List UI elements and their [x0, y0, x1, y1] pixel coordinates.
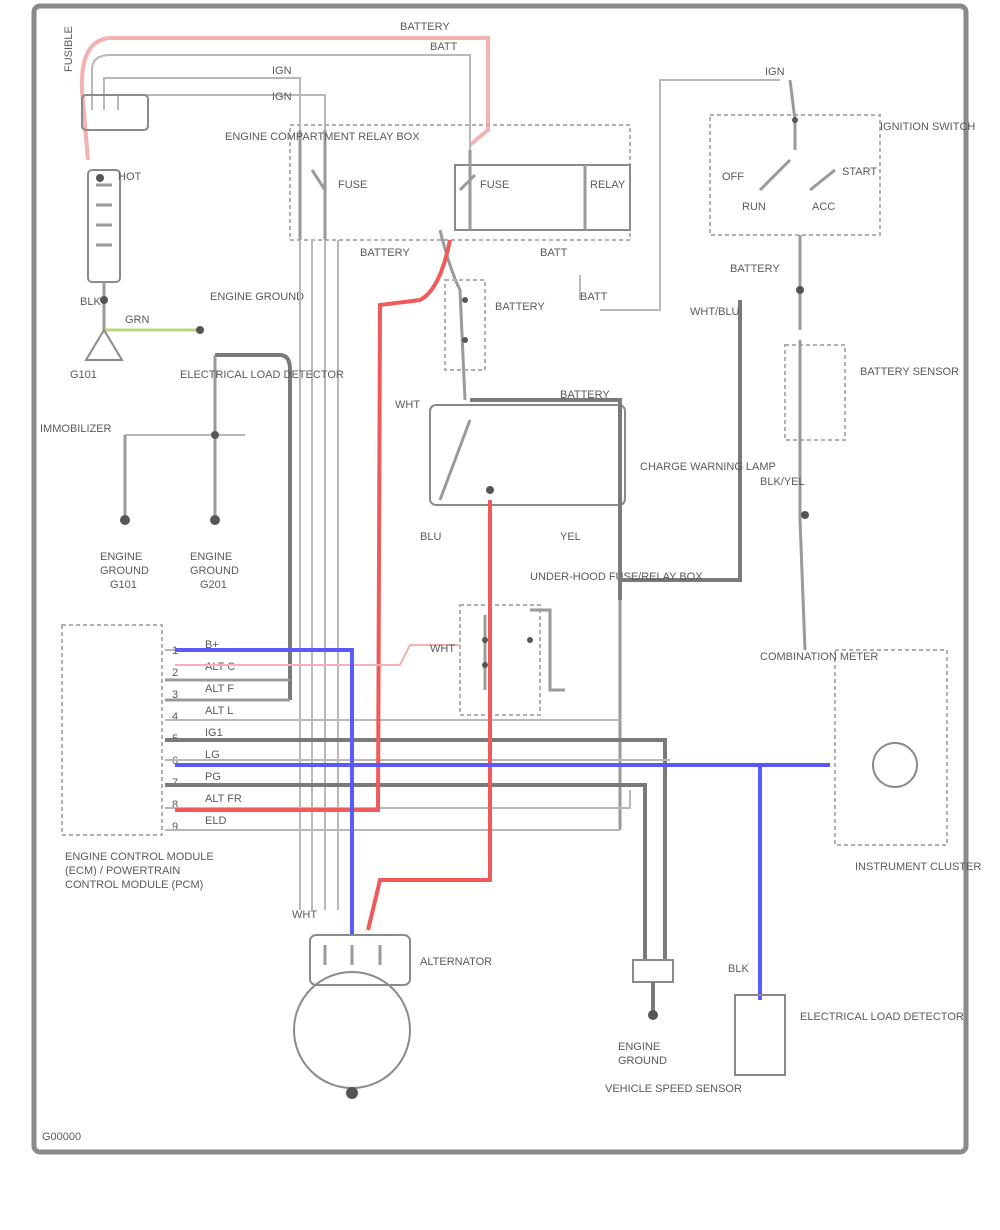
- g-ground-1: ENGINE: [100, 551, 142, 563]
- fuse-a-label: FUSE: [338, 179, 367, 191]
- ecm-pin-number: 8: [172, 799, 178, 811]
- ecm-pin-label: ELD: [205, 815, 226, 827]
- ecm-pin-label: ALT C: [205, 661, 235, 673]
- red-wire-drop: [366, 500, 492, 931]
- g-ground-2: GROUND: [100, 565, 149, 577]
- middle-fuse-column: BATTERY BATT: [438, 79, 780, 401]
- g101-label: G101: [70, 369, 97, 381]
- ignition-switch: IGN IGNITION SWITCH OFF START RUN ACC BA…: [709, 66, 975, 330]
- battery-top-label: BATTERY: [400, 21, 450, 33]
- ignition-switch-label: IGNITION SWITCH: [880, 121, 975, 133]
- left-ground-circuit: IMMOBILIZER ELECTRICAL LOAD DETECTOR ENG…: [40, 353, 344, 700]
- batt-right-label: BATT: [540, 247, 568, 259]
- red-wire-main: [175, 239, 452, 812]
- vehicle-speed-label: VEHICLE SPEED SENSOR: [605, 1083, 742, 1095]
- right-sensor-column: BATTERY SENSOR WHT/BLU BLK/YEL: [690, 306, 959, 651]
- ecm-label-2: (ECM) / POWERTRAIN: [65, 865, 180, 877]
- battery-mid-label: BATTERY: [360, 247, 410, 259]
- elec-load-bottom-label: ELECTRICAL LOAD DETECTOR: [800, 1011, 964, 1023]
- g-bottom-1: ENGINE: [618, 1041, 660, 1053]
- ecm-label-1: ENGINE CONTROL MODULE: [65, 851, 214, 863]
- immobilizer-label: IMMOBILIZER: [40, 423, 112, 435]
- under-hood-junction: UNDER-HOOD FUSE/RELAY BOX: [459, 571, 703, 830]
- fuse-b-label: FUSE: [480, 179, 509, 191]
- battery-right-label: BATTERY: [560, 389, 610, 401]
- bottom-right-ground: ENGINE GROUND VEHICLE SPEED SENSOR: [605, 959, 742, 1095]
- green-ground-wire: GRN G101 ENGINE GROUND: [70, 291, 304, 381]
- red-wires: WHT: [175, 239, 492, 931]
- red-wire-thin: [175, 644, 460, 666]
- run-label: RUN: [742, 201, 766, 213]
- alternator-label: ALTERNATOR: [420, 956, 492, 968]
- ecm-label-3: CONTROL MODULE (PCM): [65, 879, 203, 891]
- g-bottom-2: GROUND: [618, 1055, 667, 1067]
- charge-warning-lamp: WHT BATTERY CHARGE WARNING LAMP BLU YEL: [395, 300, 776, 582]
- batt-label: BATT: [430, 41, 458, 53]
- instrument-cluster: INSTRUMENT CLUSTER COMBINATION METER: [760, 649, 981, 873]
- battery-fuse-label: BATTERY: [495, 301, 545, 313]
- ecm-pin-label: ALT F: [205, 683, 234, 695]
- under-hood-label: UNDER-HOOD FUSE/RELAY BOX: [530, 571, 703, 583]
- g-ground-4: G201: [200, 579, 227, 591]
- batt-fuse-label: BATT: [580, 291, 608, 303]
- relay-down-wires: [299, 240, 339, 910]
- g-ground-3: G101: [110, 579, 137, 591]
- grn-label: GRN: [125, 314, 150, 326]
- blue-wires: [175, 648, 830, 1000]
- engine-ground-label: ENGINE GROUND: [210, 291, 304, 303]
- ecm-pin-number: 9: [172, 821, 178, 833]
- ecm-harness: [165, 649, 670, 960]
- ecm-pin-number: 4: [172, 711, 178, 723]
- engine-relay-label: ENGINE COMPARTMENT RELAY BOX: [225, 131, 420, 143]
- footer-code: G00000: [42, 1131, 81, 1143]
- wht-red-label: WHT: [430, 643, 455, 655]
- battery-fuse-loop: FUSIBLE BATTERY BATT IGN IGN: [63, 21, 490, 161]
- g-ground-1b: ENGINE: [190, 551, 232, 563]
- acc-label: ACC: [812, 201, 835, 213]
- ecm-pin-label: IG1: [205, 727, 223, 739]
- ecm-pin-number: 3: [172, 689, 178, 701]
- engine-relay-box: ENGINE COMPARTMENT RELAY BOX FUSE FUSE R…: [225, 124, 631, 259]
- combination-meter-label: COMBINATION METER: [760, 651, 878, 663]
- ign-top-2: IGN: [272, 91, 292, 103]
- red-wire-battery-loop: [79, 36, 490, 161]
- hot-label: HOT: [118, 171, 142, 183]
- g-ground-2b: GROUND: [190, 565, 239, 577]
- battery-low-label: BATTERY: [730, 263, 780, 275]
- battery-sensor-label: BATTERY SENSOR: [860, 366, 959, 378]
- fusible-label: FUSIBLE: [63, 26, 75, 72]
- ecm-pin-label: LG: [205, 749, 220, 761]
- off-label: OFF: [722, 171, 744, 183]
- elec-load-label: ELECTRICAL LOAD DETECTOR: [180, 369, 344, 381]
- wht-blu-label: WHT/BLU: [690, 306, 740, 318]
- yel-label: YEL: [560, 531, 581, 543]
- start-label: START: [842, 166, 877, 178]
- wht-label-mid: WHT: [395, 399, 420, 411]
- blue-wire-vertical: [175, 648, 354, 935]
- ecm-pin-label: ALT FR: [205, 793, 242, 805]
- alternator: ALTERNATOR WHT: [292, 909, 492, 1099]
- ecm-pin-label: PG: [205, 771, 221, 783]
- ign-top-1: IGN: [272, 65, 292, 77]
- blk-label-left: BLK: [80, 296, 101, 308]
- load-detector-box: BLK ELECTRICAL LOAD DETECTOR: [728, 963, 964, 1076]
- ecm-module: ENGINE CONTROL MODULE (ECM) / POWERTRAIN…: [61, 624, 242, 891]
- blk-yel-label: BLK/YEL: [760, 476, 805, 488]
- blk-bottom-label: BLK: [728, 963, 749, 975]
- wht-alt-label: WHT: [292, 909, 317, 921]
- instrument-cluster-label: INSTRUMENT CLUSTER: [855, 861, 981, 873]
- relay-label: RELAY: [590, 179, 626, 191]
- battery-fuse-column: HOT BLK: [80, 169, 142, 330]
- ign-right-label: IGN: [765, 66, 785, 78]
- charging-lamp-label: CHARGE WARNING LAMP: [640, 461, 776, 473]
- blu-label: BLU: [420, 531, 441, 543]
- diagram-frame: [31, 3, 969, 1155]
- ecm-pin-label: ALT L: [205, 705, 233, 717]
- ecm-pin-number: 2: [172, 667, 178, 679]
